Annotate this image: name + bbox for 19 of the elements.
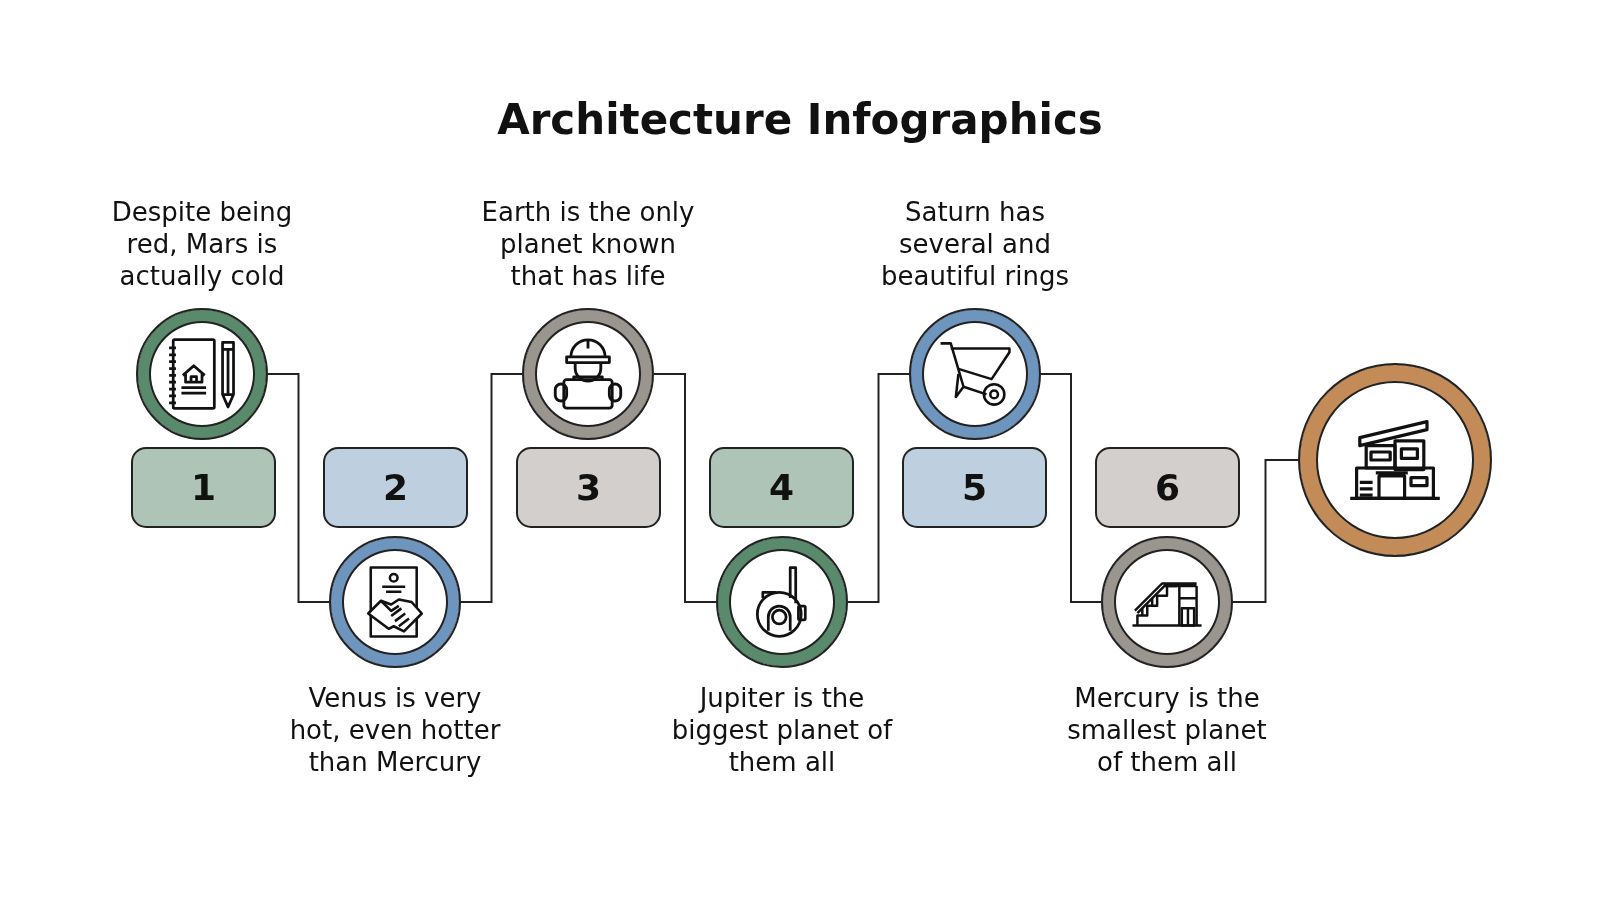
number-card: 4 <box>709 447 854 528</box>
description-text: Saturn has several and beautiful rings <box>880 196 1070 292</box>
number-card: 6 <box>1095 447 1240 528</box>
description-text: Jupiter is the biggest planet of them all <box>670 682 894 778</box>
number-card: 2 <box>323 447 468 528</box>
title: Architecture Infographics <box>497 94 1103 146</box>
description-text: Mercury is the smallest planet of them all <box>1066 682 1268 778</box>
connector-line <box>653 373 717 603</box>
number-card: 3 <box>516 447 661 528</box>
number-card: 1 <box>131 447 276 528</box>
connector-line <box>847 373 910 603</box>
number-card: 5 <box>902 447 1047 528</box>
description-text: Earth is the only planet known that has life <box>480 196 696 292</box>
connector-line <box>1232 459 1299 603</box>
description-text: Despite being red, Mars is actually cold <box>110 196 294 292</box>
description-text: Venus is very hot, even hotter than Mercury <box>288 682 502 778</box>
connector-line <box>460 373 523 603</box>
connector-line <box>267 373 330 603</box>
connector-line <box>1040 373 1102 603</box>
